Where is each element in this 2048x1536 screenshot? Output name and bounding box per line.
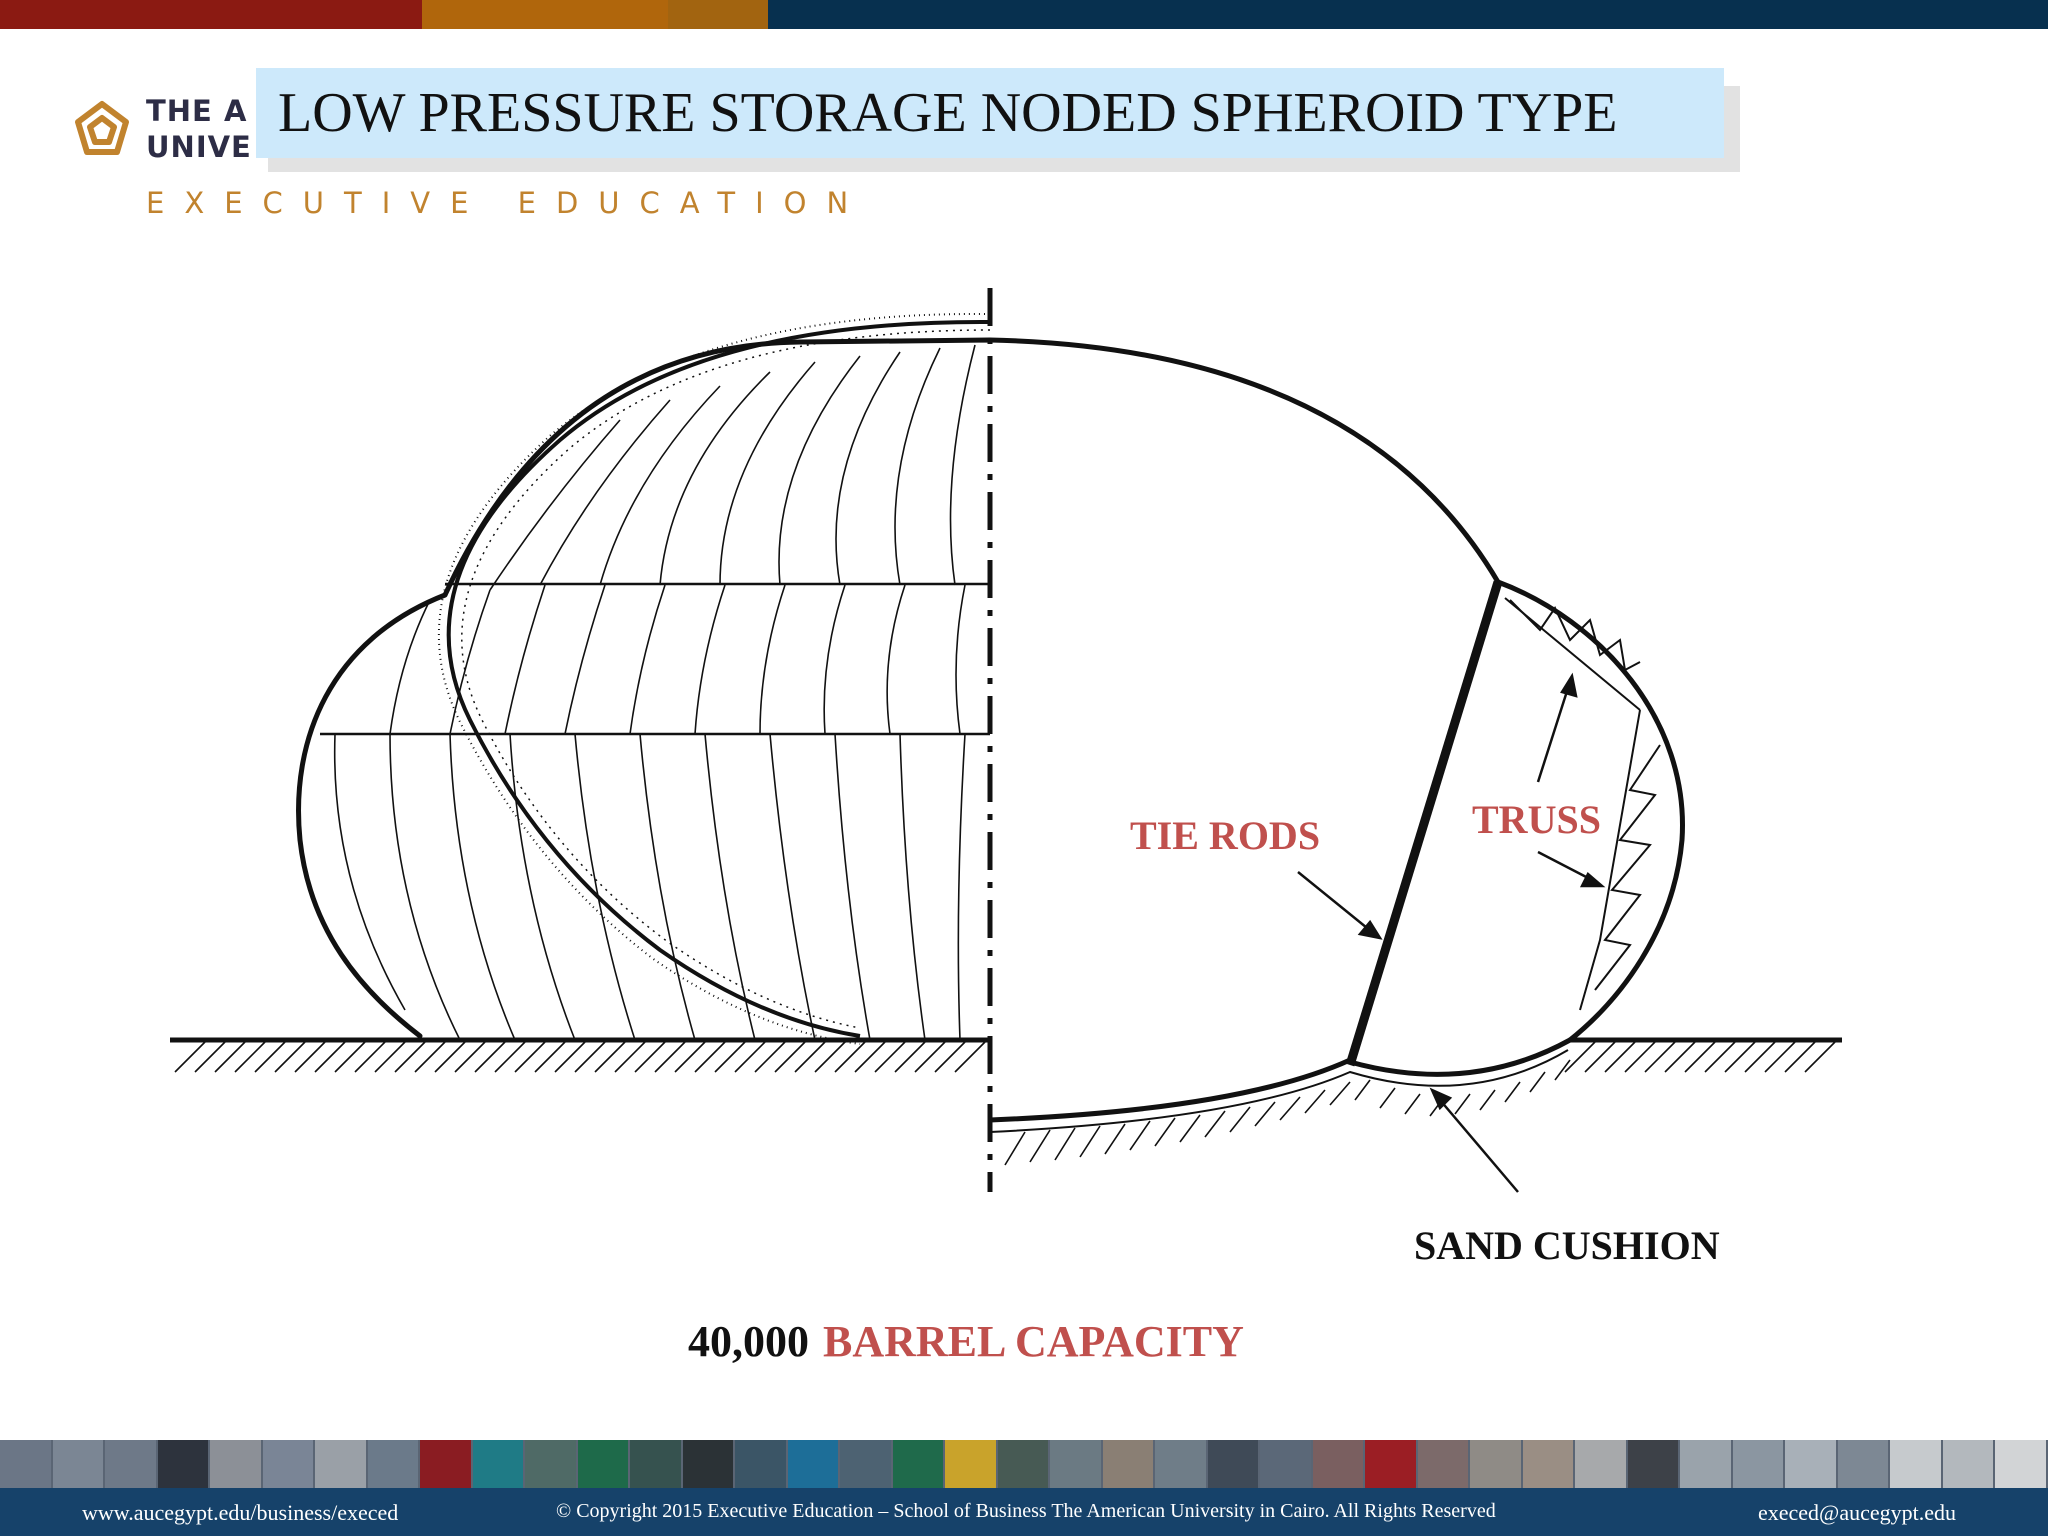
strip-tile [1575, 1440, 1628, 1488]
strip-tile [0, 1440, 53, 1488]
strip-tile [735, 1440, 788, 1488]
strip-tile [1207, 1440, 1260, 1488]
strip-tile [997, 1440, 1050, 1488]
ground-hatching [174, 1041, 1836, 1166]
strip-tile [1837, 1440, 1890, 1488]
footer-copyright: © Copyright 2015 Executive Education – S… [556, 1500, 1496, 1522]
title-box: LOW PRESSURE STORAGE NODED SPHEROID TYPE [256, 68, 1724, 158]
strip-tile [420, 1440, 473, 1488]
strip-tile [1627, 1440, 1680, 1488]
strip-tile [840, 1440, 893, 1488]
strip-tile [945, 1440, 998, 1488]
strip-tile [1680, 1440, 1733, 1488]
strip-tile [892, 1440, 945, 1488]
top-bar-segment-navy [768, 0, 2048, 29]
bowl-bottom-line [989, 1049, 1569, 1133]
logo-text-line2: UNIVE [146, 130, 252, 164]
strip-tile [1365, 1440, 1418, 1488]
strip-tile [1470, 1440, 1523, 1488]
strip-tile [210, 1440, 263, 1488]
strip-tile [1785, 1440, 1838, 1488]
top-bar-segment-red [0, 0, 422, 29]
strip-tile [472, 1440, 525, 1488]
capacity-caption: 40,000 BARREL CAPACITY [688, 1316, 1244, 1367]
strip-tile [1522, 1440, 1575, 1488]
strip-tile [262, 1440, 315, 1488]
footer-bar: www.aucegypt.edu/business/execed © Copyr… [0, 1488, 2048, 1536]
strip-tile [1260, 1440, 1313, 1488]
capacity-text: BARREL CAPACITY [823, 1317, 1244, 1366]
strip-tile [52, 1440, 105, 1488]
strip-tile [682, 1440, 735, 1488]
strip-tile [367, 1440, 420, 1488]
label-truss: TRUSS [1472, 797, 1601, 842]
strip-tile [1050, 1440, 1103, 1488]
auc-emblem-icon [75, 101, 129, 155]
footer-website-link[interactable]: www.aucegypt.edu/business/execed [82, 1500, 399, 1525]
decorative-tile-strip [0, 1440, 2048, 1488]
strip-tile [1417, 1440, 1470, 1488]
top-bar-segment-orange [422, 0, 668, 29]
tie-rod [1345, 580, 1503, 1067]
footer-email-link[interactable]: execed@aucegypt.edu [1758, 1500, 1956, 1525]
strip-tile [1155, 1440, 1208, 1488]
top-bar-segment-brown [668, 0, 768, 29]
section-curve [437, 312, 991, 1045]
strip-tile [1942, 1440, 1995, 1488]
meridian-lines [333, 344, 976, 1041]
band-lines [320, 582, 990, 736]
label-tie-rods: TIE RODS [1130, 813, 1321, 858]
university-logo: THE A UNIVE EXECUTIVE EDUCATION [70, 90, 970, 220]
label-arrows [1297, 672, 1606, 1193]
slide-title: LOW PRESSURE STORAGE NODED SPHEROID TYPE [278, 82, 1618, 144]
logo-tagline: EXECUTIVE EDUCATION [146, 186, 869, 220]
strip-tile [577, 1440, 630, 1488]
strip-tile [787, 1440, 840, 1488]
strip-tile [525, 1440, 578, 1488]
label-sand-cushion: SAND CUSHION [1414, 1223, 1720, 1268]
strip-tile [1312, 1440, 1365, 1488]
strip-tile [630, 1440, 683, 1488]
top-color-bar [0, 0, 2048, 29]
strip-tile [105, 1440, 158, 1488]
truss [1504, 597, 1661, 1011]
capacity-number: 40,000 [688, 1317, 809, 1366]
strip-tile [1995, 1440, 2048, 1488]
logo-text-line1: THE A [146, 94, 248, 128]
strip-tile [1890, 1440, 1943, 1488]
strip-tile [315, 1440, 368, 1488]
strip-tile [157, 1440, 210, 1488]
strip-tile [1732, 1440, 1785, 1488]
strip-tile [1102, 1440, 1155, 1488]
